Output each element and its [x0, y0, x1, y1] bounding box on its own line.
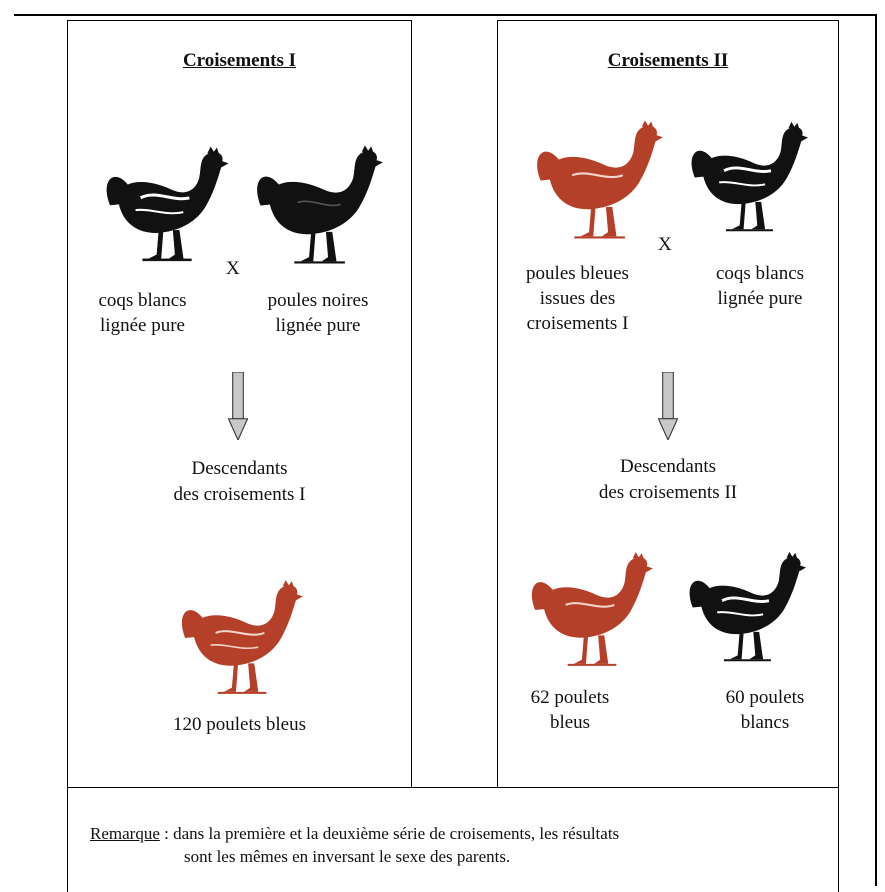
black-hen-icon [691, 121, 809, 232]
result-left-line1: 62 poulets [530, 687, 610, 708]
parent-left-line2: lignée pure [100, 315, 185, 336]
parent-left-line3: croisements I [526, 313, 629, 334]
black-hen-icon [257, 145, 383, 264]
parent-right-line1: poules noires [267, 290, 369, 311]
cross-symbol: X [658, 234, 672, 255]
result-left-line2: bleus [549, 712, 591, 733]
remark-label: Remarque [90, 824, 160, 843]
black-hen-icon [689, 551, 807, 662]
panel1-title: Croisements I [182, 50, 297, 71]
descendants-line2: des croisements I [173, 484, 306, 505]
remark-box [67, 787, 839, 892]
remark-line1: : dans la première et la deuxième série … [159, 824, 620, 843]
down-arrow-icon [658, 372, 678, 440]
parent-right-line1: coqs blancs [715, 263, 805, 284]
parent-left-line1: poules bleues [526, 263, 629, 284]
remark-text: Remarque : dans la première et la deuxiè… [90, 822, 850, 868]
down-arrow-icon [228, 372, 248, 440]
red-hen-icon [531, 552, 653, 666]
parent-right-line2: lignée pure [717, 288, 803, 309]
red-hen-icon [181, 580, 303, 694]
descendants-line1: Descendants [191, 458, 288, 479]
red-hen-icon [537, 120, 663, 239]
parent-right-line2: lignée pure [275, 315, 361, 336]
descendants-line2: des croisements II [598, 482, 738, 503]
descendants-line1: Descendants [619, 456, 717, 477]
result-right-line2: blancs [740, 712, 790, 733]
result-text: 120 poulets bleus [173, 714, 306, 735]
black-hen-icon [106, 146, 229, 262]
outer-frame [14, 14, 877, 886]
remark-line2: sont les mêmes en inversant le sexe des … [184, 847, 511, 866]
panel2-title: Croisements II [607, 50, 729, 71]
parent-left-line1: coqs blancs [98, 290, 187, 311]
result-right-line1: 60 poulets [725, 687, 805, 708]
parent-left-line2: issues des [539, 288, 616, 309]
cross-symbol: X [226, 258, 240, 279]
